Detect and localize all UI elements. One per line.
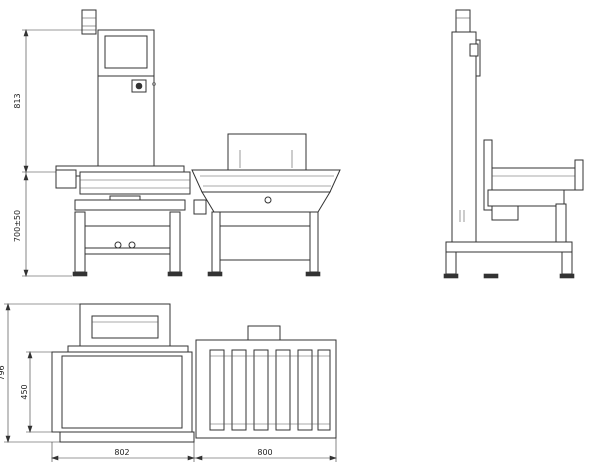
sorter-hood	[227, 133, 307, 171]
indicator-lamp	[81, 9, 97, 35]
dim-label-height-conveyor: 700±50	[13, 210, 22, 242]
weigh-conveyor	[79, 171, 191, 195]
side-leg	[555, 203, 567, 249]
sorter-leg-right	[309, 211, 319, 273]
sorter-rollers	[209, 349, 331, 431]
dim-label-depth-total: 796	[0, 365, 6, 380]
frame-top-rail	[74, 199, 186, 211]
base-box	[84, 225, 171, 249]
side-conveyor	[491, 167, 583, 191]
dim-belt-width: 450	[20, 351, 52, 433]
side-frame	[487, 189, 565, 207]
front-leg-left	[74, 211, 86, 273]
front-view: 813 700±50	[13, 9, 341, 277]
top-view: 796 450 802 800	[0, 303, 337, 462]
dim-depth-total: 796	[0, 303, 80, 443]
foot-pad	[167, 271, 183, 277]
dim-height-conveyor: 700±50	[13, 172, 72, 277]
sorter-conveyor	[191, 169, 341, 193]
dim-length-weigher: 802	[51, 442, 195, 462]
dim-label-length-sorter: 800	[257, 448, 272, 457]
dim-label-length-weigher: 802	[114, 448, 129, 457]
dim-label-height-total: 813	[13, 93, 22, 108]
dim-length-sorter: 800	[194, 438, 337, 462]
sorter-leg-left	[211, 211, 221, 273]
drive-motor	[55, 169, 77, 189]
top-base-rail	[59, 431, 195, 443]
front-leg-right	[169, 211, 181, 273]
side-base	[445, 241, 573, 253]
switch-knob-icon	[135, 82, 143, 90]
touch-screen	[104, 35, 148, 69]
dim-height-total: 813	[13, 29, 96, 173]
dim-label-belt-width: 450	[20, 384, 29, 399]
side-indicator-lamp	[455, 9, 471, 33]
side-column	[451, 31, 477, 243]
side-view	[443, 9, 584, 279]
foot-pad	[72, 271, 88, 277]
reject-valve	[193, 199, 207, 215]
